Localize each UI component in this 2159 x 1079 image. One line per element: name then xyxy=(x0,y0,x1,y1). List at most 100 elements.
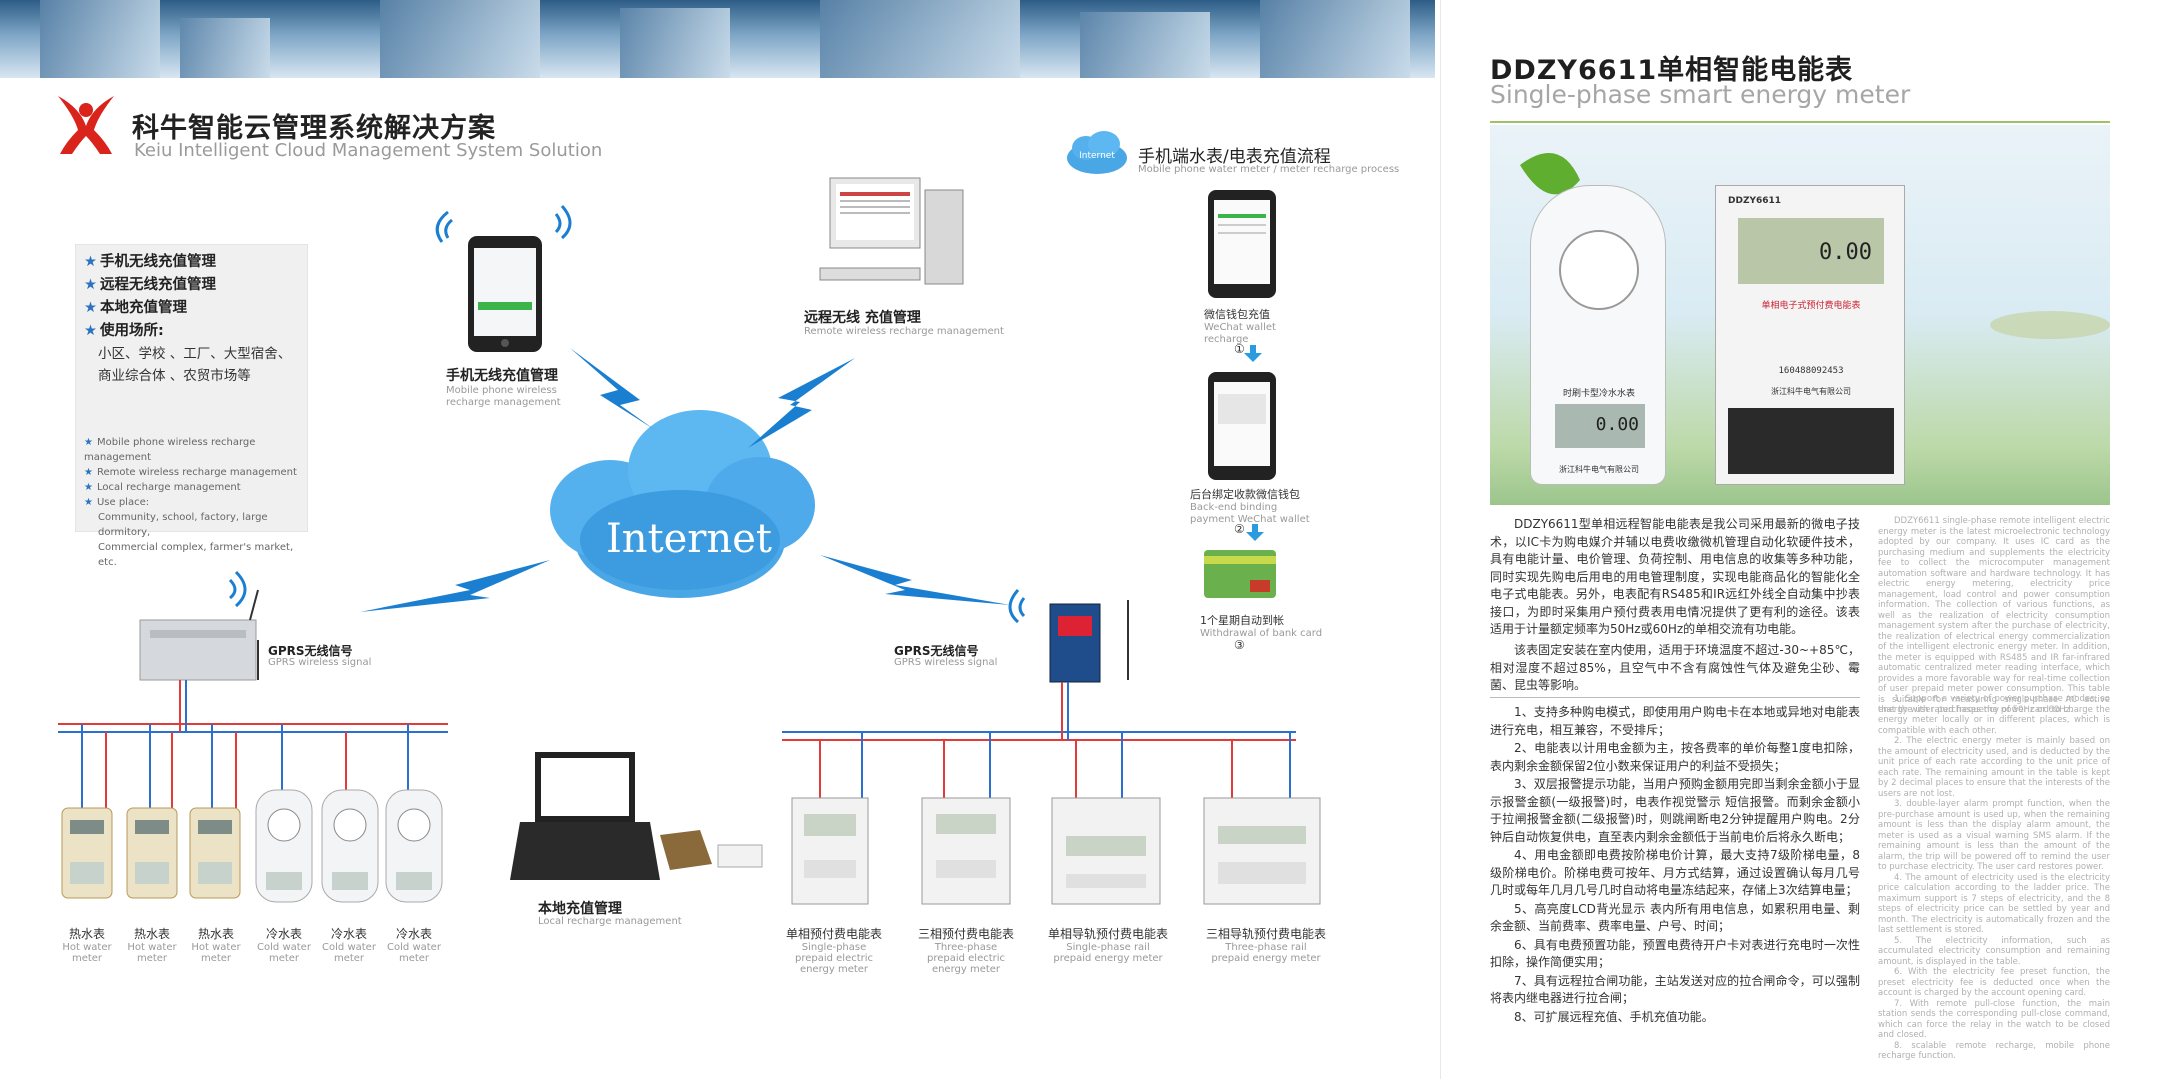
feature-paragraph: 2、电能表以计用电金额为主，按各费率的单价每整1度电扣除，表内剩余金额保留2位小… xyxy=(1490,741,1860,773)
cold-water-meter-icon xyxy=(255,789,313,903)
feature-item: ★远程无线充值管理 xyxy=(84,277,216,293)
internet-cloud-label: Internet xyxy=(606,516,772,562)
water-meter-photo: 时刷卡型冷水水表 0.00 浙江科牛电气有限公司 xyxy=(1530,185,1666,485)
feature-item: ★使用场所: xyxy=(84,323,164,339)
feature-paragraph: 8、可扩展远程充值、手机充值功能。 xyxy=(1514,1009,1714,1024)
feature-paragraph-en: 2. The electric energy meter is mainly b… xyxy=(1878,736,2110,799)
wifi-icon xyxy=(435,210,453,243)
gprs-concentrator-icon xyxy=(139,589,259,681)
remote-recharge-label-en: Remote wireless recharge management xyxy=(804,326,1004,337)
phone-recharge-label: 手机无线充值管理 xyxy=(446,368,558,384)
feature-paragraph: 4、用电金额即电费按阶梯电价计算，最大支持7级阶梯电量，8级阶梯电价。阶梯电费可… xyxy=(1490,848,1860,897)
product-photo: 时刷卡型冷水水表 0.00 浙江科牛电气有限公司 DDZY6611 0.00 单… xyxy=(1490,125,2110,505)
page-title: 科牛智能云管理系统解决方案 xyxy=(132,113,496,144)
company-logo-icon xyxy=(50,86,122,162)
remote-recharge-label: 远程无线 充值管理 xyxy=(804,310,921,326)
cold-water-meter-icon xyxy=(385,789,443,903)
three-phase-meter-icon xyxy=(921,797,1011,905)
intro-paragraph: 该表固定安装在室内使用，适用于环境温度不超过-30~+85℃，相对湿度不超过85… xyxy=(1490,643,1860,692)
section-rule xyxy=(1490,697,1860,698)
header-banner xyxy=(0,0,1435,78)
product-subtitle: Single-phase smart energy meter xyxy=(1490,80,1911,109)
process-badge-label: Internet xyxy=(1079,151,1115,161)
bank-card-icon xyxy=(1204,550,1276,598)
intro-paragraph: DDZY6611型单相远程智能电能表是我公司采用最新的微电子技术，以IC卡为购电… xyxy=(1490,517,1860,636)
bus-lines-right xyxy=(782,682,1296,800)
page-divider xyxy=(1440,0,1441,1079)
process-title-en: Mobile phone water meter / meter recharg… xyxy=(1138,164,1400,175)
lightning-bolt-icon xyxy=(820,555,1010,605)
feature-paragraph-en: 3. double-layer alarm prompt function, w… xyxy=(1878,799,2110,872)
single-phase-rail-meter-icon xyxy=(1051,797,1161,905)
gprs-right-label-en: GPRS wireless signal xyxy=(894,657,998,668)
feature-paragraph: 1、支持多种购电模式，即使用用户购电卡在本地或异地对电能表进行充电，相互兼容，不… xyxy=(1490,705,1860,737)
feature-paragraph: 3、双层报警提示功能，当用户预购金额用完即当剩余金额小于显示报警金额(一级报警)… xyxy=(1490,777,1860,844)
product-title: DDZY6611单相智能电能表 xyxy=(1490,55,1854,86)
step-number: ③ xyxy=(1234,638,1245,652)
process-phone-icon xyxy=(1208,372,1276,480)
feature-paragraph-en: 7. With remote pull-close function, the … xyxy=(1878,998,2110,1041)
wifi-icon xyxy=(228,570,247,608)
lightning-bolt-icon xyxy=(360,560,550,612)
feature-places-en: Commercial complex, farmer's market, etc… xyxy=(98,542,294,568)
feature-places-en: Community, school, factory, large dormit… xyxy=(98,512,268,538)
three-phase-rail-meter-icon xyxy=(1203,797,1321,905)
star-icon: ★ xyxy=(84,497,93,508)
arrow-down-icon xyxy=(1244,345,1262,362)
star-icon: ★ xyxy=(84,277,97,293)
feature-places: 商业综合体 、农贸市场等 xyxy=(98,368,251,384)
cold-water-meter-icon xyxy=(321,789,379,903)
star-icon: ★ xyxy=(84,437,93,448)
star-icon: ★ xyxy=(84,323,97,339)
feature-paragraph-en: 1. Support a variety of power purchase m… xyxy=(1878,694,2110,736)
features-panel: ★手机无线充值管理 ★远程无线充值管理 ★本地充值管理 ★使用场所: 小区、学校… xyxy=(75,244,308,568)
feature-item-en: ★Use place: xyxy=(84,497,150,508)
star-icon: ★ xyxy=(84,467,93,478)
desktop-computer-icon xyxy=(819,177,964,285)
lightning-bolt-icon xyxy=(748,358,855,448)
feature-places: 小区、学校 、工厂、大型宿舍、 xyxy=(98,346,292,362)
hot-water-meter-icons xyxy=(61,807,241,899)
feature-item-en: ★Local recharge management xyxy=(84,482,241,493)
smartphone-icon xyxy=(468,236,542,352)
hot-water-meter-icon xyxy=(61,807,113,899)
leaf-icon xyxy=(1520,153,1580,195)
title-rule xyxy=(1490,121,2110,123)
process-step-3: 1个星期自动到帐 Withdrawal of bank card xyxy=(1200,614,1323,639)
feature-item-en: ★Mobile phone wireless recharge manageme… xyxy=(84,437,256,463)
hot-water-meter-icon xyxy=(126,807,178,899)
process-title: 手机端水表/电表充值流程 xyxy=(1138,147,1331,167)
intro-paragraph-en: DDZY6611 single-phase remote intelligent… xyxy=(1878,516,2110,715)
feature-paragraph: 7、具有远程拉合闸功能，主站发送对应的拉合闸命令，可以强制将表内继电器进行拉合闸… xyxy=(1490,973,1860,1006)
star-icon: ★ xyxy=(84,254,97,270)
feature-item: ★本地充值管理 xyxy=(84,300,187,316)
gprs-right-label: GPRS无线信号 xyxy=(894,644,979,658)
feature-list: 1、支持多种购电模式，即使用用户购电卡在本地或异地对电能表进行充电，相互兼容，不… xyxy=(1490,704,1860,1026)
feature-paragraph-en: 5. The electricity information, such as … xyxy=(1878,935,2110,967)
feature-paragraph-en: 4. The amount of electricity used is the… xyxy=(1878,872,2110,936)
arrow-down-icon xyxy=(1246,524,1264,541)
feature-paragraph: 6、具有电费预置功能，预置电费待开户卡对表进行充电时一次性扣除，操作简便实用； xyxy=(1490,937,1860,970)
feature-item-en: ★Remote wireless recharge management xyxy=(84,467,297,478)
process-phone-icon xyxy=(1208,190,1276,298)
system-diagram xyxy=(58,131,1321,905)
feature-paragraph-en: 6. With the electricity fee preset funct… xyxy=(1878,967,2110,998)
page-subtitle: Keiu Intelligent Cloud Management System… xyxy=(134,140,603,161)
wifi-icon xyxy=(1008,589,1026,624)
bus-lines-left xyxy=(58,680,448,808)
hot-water-meter-icon xyxy=(189,807,241,899)
process-cloud-badge-icon xyxy=(1067,131,1127,174)
feature-list-en: 1. Support a variety of power purchase m… xyxy=(1878,694,2110,1062)
wifi-icon xyxy=(554,205,572,240)
gprs-left-label-en: GPRS wireless signal xyxy=(268,657,372,668)
card-reader-icon xyxy=(660,830,763,870)
